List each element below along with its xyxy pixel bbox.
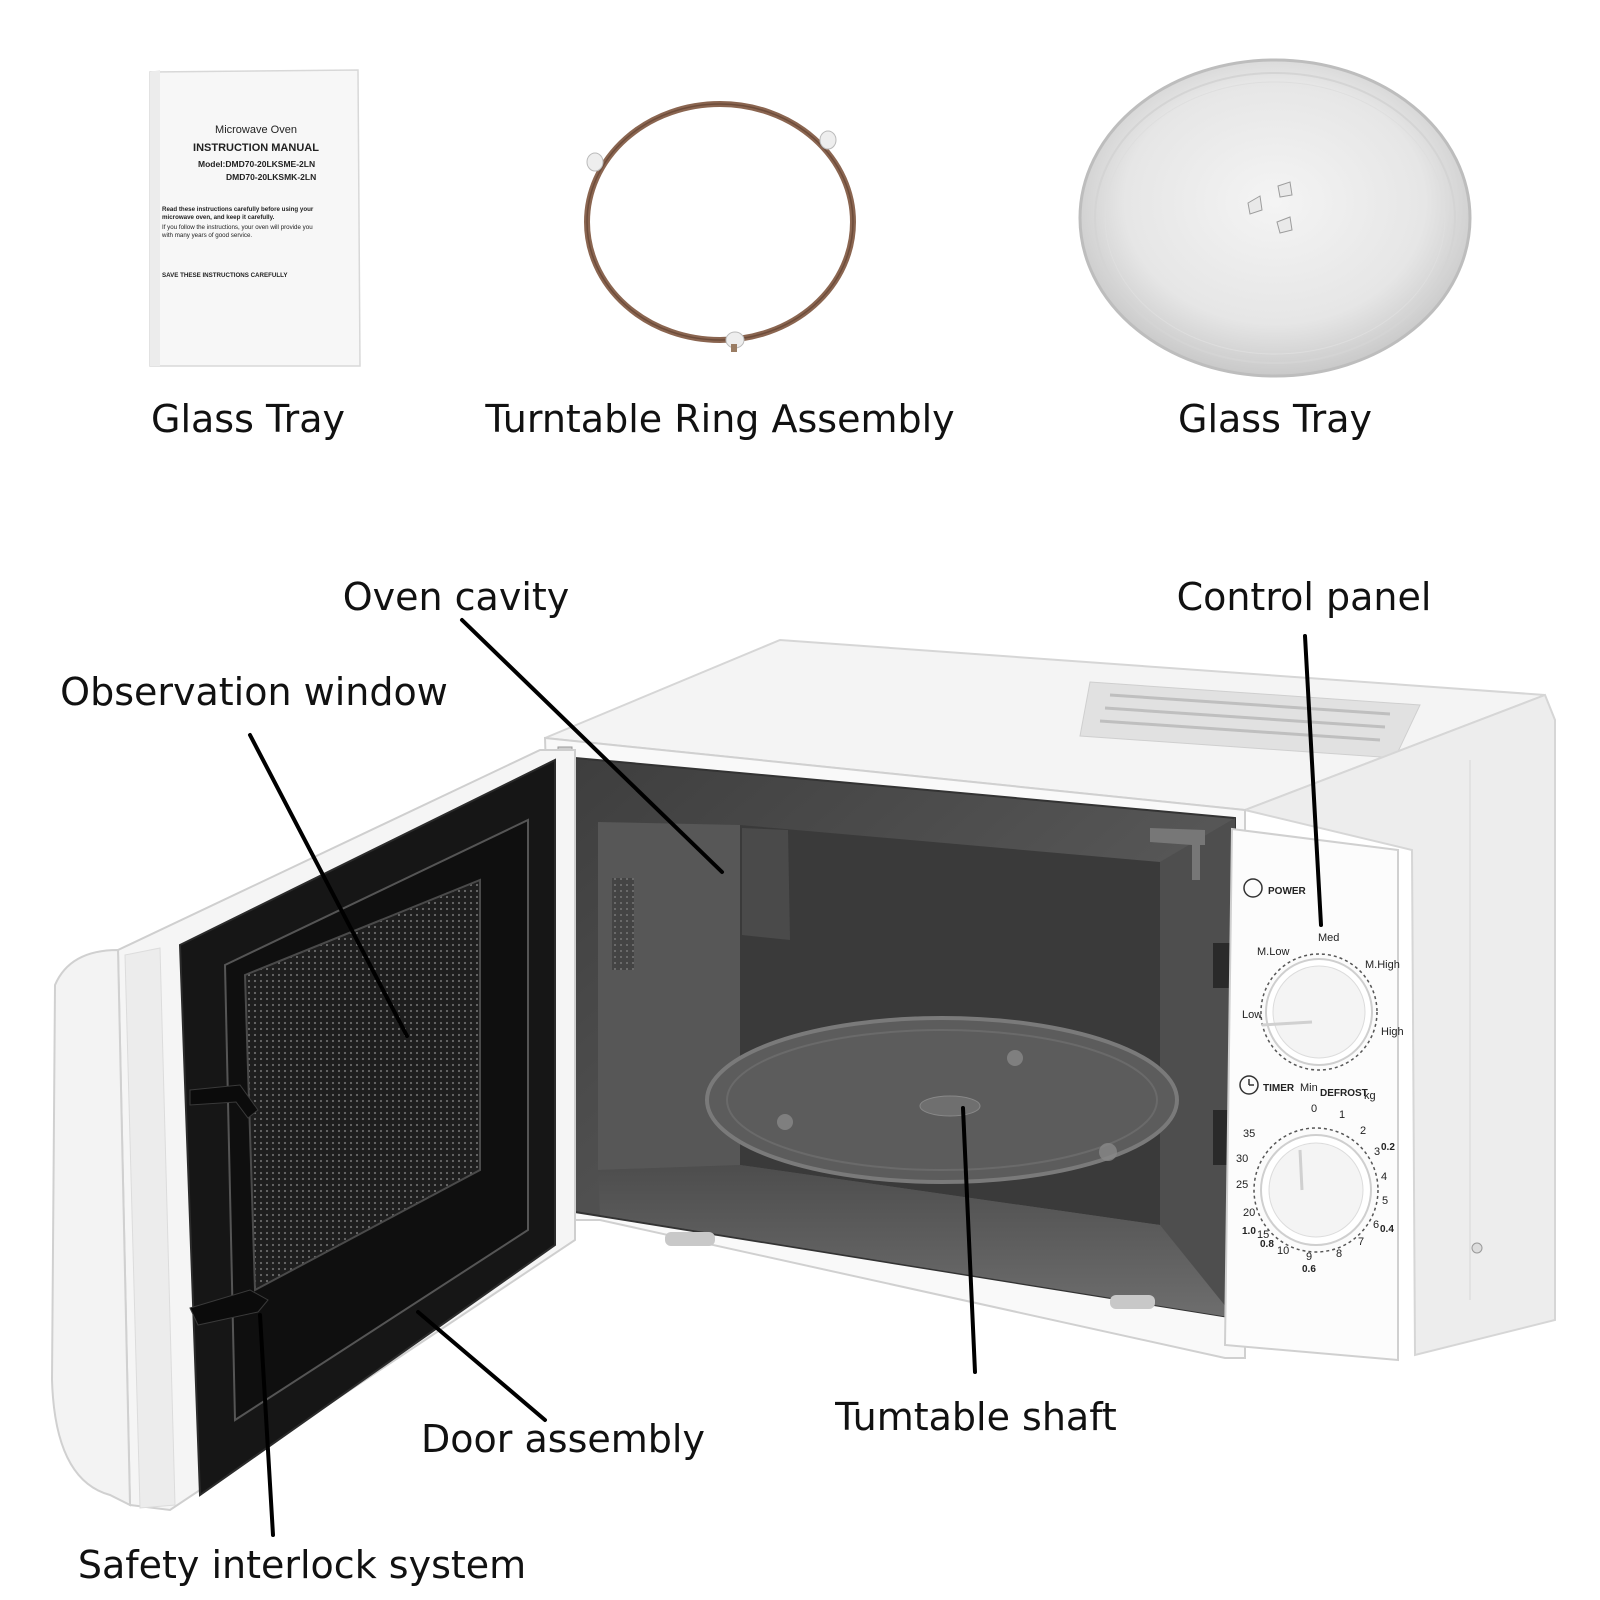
defrost-mark-0-8: 0.8 bbox=[1260, 1239, 1274, 1250]
timer-unit: Min bbox=[1300, 1082, 1318, 1094]
manual-model-2: DMD70-20LKSMK-2LN bbox=[226, 172, 316, 182]
timer-mark-35: 35 bbox=[1243, 1128, 1255, 1140]
interlock-hook-lower bbox=[189, 1289, 269, 1326]
timer-mark-9: 9 bbox=[1306, 1251, 1312, 1263]
caption-tray: Glass Tray bbox=[1178, 397, 1372, 441]
leader-oven-cavity bbox=[460, 618, 724, 874]
timer-mark-20: 20 bbox=[1243, 1207, 1255, 1219]
manual-para-2b: with many years of good service. bbox=[161, 232, 252, 239]
interlock-hook-upper bbox=[189, 1084, 259, 1119]
timer-mark-6: 6 bbox=[1373, 1219, 1379, 1231]
timer-mark-4: 4 bbox=[1381, 1171, 1387, 1183]
label-oven-cavity: Oven cavity bbox=[343, 575, 570, 619]
manual-para-2a: If you follow the instructions, your ove… bbox=[162, 224, 313, 231]
defrost-mark-0-6: 0.6 bbox=[1302, 1264, 1316, 1275]
leader-observation-window bbox=[248, 733, 409, 1038]
manual-para-1a: Read these instructions carefully before… bbox=[162, 206, 314, 213]
defrost-mark-0-2: 0.2 bbox=[1381, 1142, 1395, 1153]
leader-door-assembly bbox=[416, 1310, 547, 1422]
power-mark-m-high: M.High bbox=[1365, 959, 1400, 971]
power-mark-low: Low bbox=[1242, 1009, 1262, 1021]
observation-window bbox=[243, 878, 481, 1292]
manual-title: Microwave Oven bbox=[215, 124, 297, 136]
manual-model-1: Model:DMD70-20LKSME-2LN bbox=[198, 159, 315, 169]
label-safety-interlock: Safety interlock system bbox=[78, 1543, 526, 1587]
timer-clock-icon bbox=[1239, 1075, 1259, 1095]
timer-mark-0: 0 bbox=[1311, 1103, 1317, 1115]
defrost-unit: kg bbox=[1364, 1090, 1376, 1102]
label-door-assembly: Door assembly bbox=[421, 1417, 705, 1461]
instruction-manual: Microwave Oven INSTRUCTION MANUAL Model:… bbox=[149, 69, 361, 367]
manual-para-1b: microwave oven, and keep it carefully. bbox=[162, 214, 275, 221]
timer-mark-7: 7 bbox=[1358, 1236, 1364, 1248]
timer-mark-25: 25 bbox=[1236, 1179, 1248, 1191]
defrost-mark-0-4: 0.4 bbox=[1380, 1224, 1394, 1235]
turntable-coupler bbox=[919, 1095, 981, 1117]
timer-mark-2: 2 bbox=[1360, 1125, 1366, 1137]
power-knob[interactable] bbox=[1260, 953, 1378, 1071]
timer-mark-10: 10 bbox=[1277, 1245, 1289, 1257]
glass-tray bbox=[1078, 58, 1472, 378]
defrost-mark-1-0: 1.0 bbox=[1242, 1226, 1256, 1237]
timer-label: TIMER bbox=[1263, 1083, 1295, 1094]
timer-mark-30: 30 bbox=[1236, 1153, 1248, 1165]
caption-manual: Glass Tray bbox=[151, 397, 345, 441]
label-control-panel: Control panel bbox=[1177, 575, 1432, 619]
timer-mark-3: 3 bbox=[1374, 1146, 1380, 1158]
manual-save-note: SAVE THESE INSTRUCTIONS CAREFULLY bbox=[162, 272, 288, 279]
timer-mark-5: 5 bbox=[1382, 1195, 1388, 1207]
leader-safety-interlock bbox=[258, 1313, 275, 1537]
microwave-oven: POWER M.Low Med M.High Low High TIMER Mi… bbox=[50, 638, 1556, 1512]
defrost-label: DEFROST bbox=[1320, 1088, 1368, 1099]
power-mark-high: High bbox=[1381, 1026, 1404, 1038]
label-turntable-shaft: Tumtable shaft bbox=[834, 1395, 1117, 1439]
leader-control-panel bbox=[1303, 634, 1323, 927]
manual-heading: INSTRUCTION MANUAL bbox=[193, 142, 319, 154]
label-observation-window: Observation window bbox=[60, 670, 448, 714]
door-handle[interactable] bbox=[50, 948, 132, 1507]
turntable-ring bbox=[584, 101, 856, 352]
timer-mark-15: 15 bbox=[1257, 1229, 1269, 1241]
power-label: POWER bbox=[1268, 886, 1307, 897]
caption-ring: Turntable Ring Assembly bbox=[484, 397, 954, 441]
timer-knob[interactable] bbox=[1253, 1127, 1379, 1253]
cavity-vent bbox=[612, 878, 634, 970]
power-mark-m-low: M.Low bbox=[1257, 946, 1289, 958]
leader-turntable-shaft bbox=[961, 1106, 977, 1374]
timer-mark-8: 8 bbox=[1336, 1248, 1342, 1260]
power-symbol-icon bbox=[1243, 878, 1263, 898]
power-mark-med: Med bbox=[1318, 932, 1339, 944]
timer-mark-1: 1 bbox=[1339, 1109, 1345, 1121]
